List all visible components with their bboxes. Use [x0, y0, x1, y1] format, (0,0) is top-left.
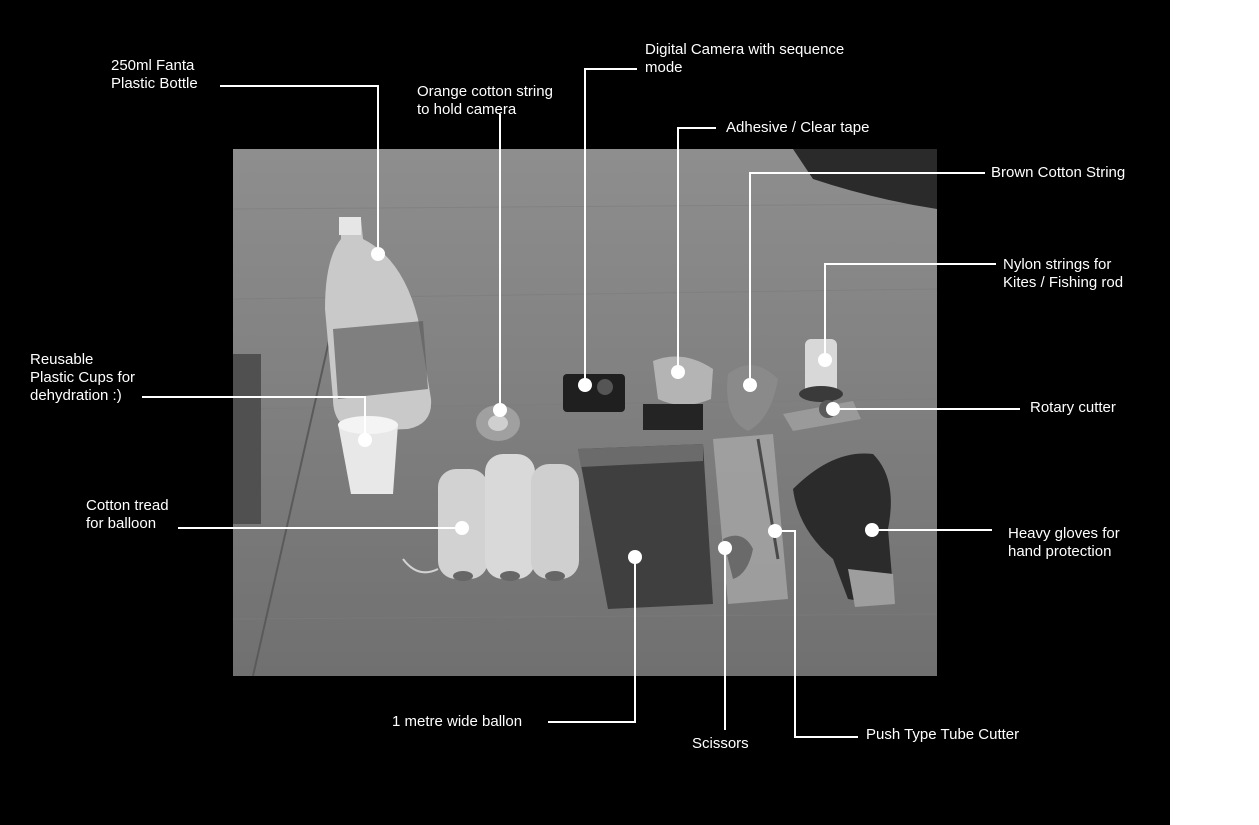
label-rotary-cutter: Rotary cutter	[1030, 399, 1116, 416]
label-tape: Adhesive / Clear tape	[726, 119, 870, 136]
label-tube-cutter: Push Type Tube Cutter	[866, 726, 1020, 743]
label-balloon: 1 metre wide ballon	[392, 713, 523, 730]
label-scissors: Scissors	[692, 735, 749, 752]
label-gloves: Heavy gloves for hand protection	[1008, 525, 1120, 560]
label-cotton-tread: Cotton tread for balloon	[86, 497, 169, 532]
label-nylon-strings: Nylon strings for Kites / Fishing rod	[1003, 256, 1124, 291]
label-fanta-bottle: 250ml Fanta Plastic Bottle	[111, 57, 198, 92]
diagram-panel: 250ml Fanta Plastic Bottle Orange cotton…	[0, 0, 1170, 825]
label-orange-string: Orange cotton string to hold camera	[417, 83, 553, 118]
equipment-photo	[233, 149, 937, 676]
label-camera: Digital Camera with sequence mode	[645, 41, 845, 76]
label-brown-string: Brown Cotton String	[991, 164, 1126, 181]
label-plastic-cups: Reusable Plastic Cups for dehydration :)	[30, 351, 136, 404]
